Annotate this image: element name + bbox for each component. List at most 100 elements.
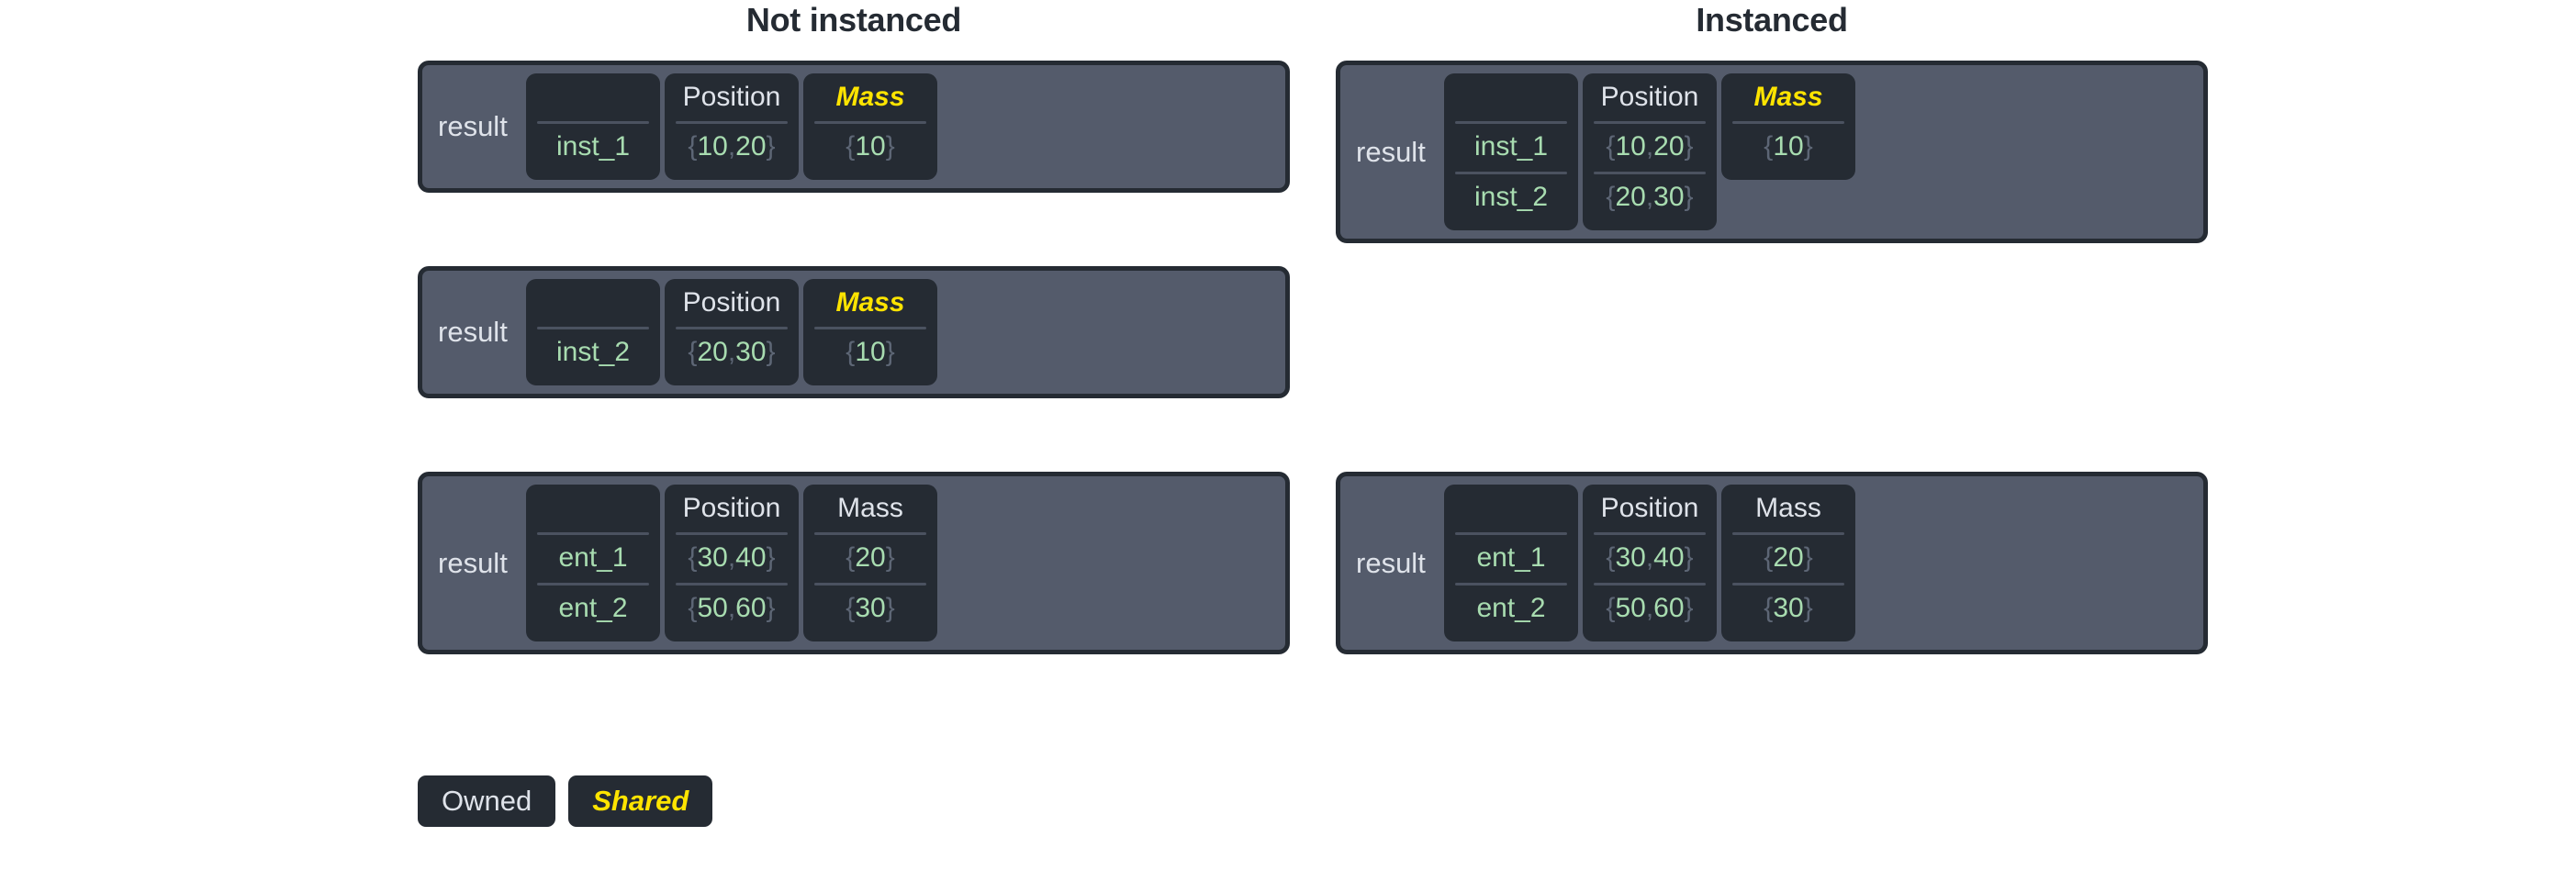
table-label: result (1356, 546, 1426, 579)
table-columns: inst_1 Position {10, 20} Mass {10} (526, 65, 1285, 188)
column-bottom-pad (1444, 222, 1578, 230)
column-header-position: Position (1600, 82, 1699, 112)
comma-glyph: , (727, 336, 736, 367)
brace-glyph: } (766, 336, 776, 367)
column-name: inst_1 (526, 73, 660, 180)
cell-name: ent_1 (526, 532, 660, 583)
cell-position: {20, 30} (1583, 172, 1717, 222)
cell-position: {30, 40} (1583, 532, 1717, 583)
cell-mass: {10} (803, 327, 937, 377)
column-bottom-pad (526, 377, 660, 385)
table-label: result (438, 546, 508, 579)
cell-mass: {10} (803, 121, 937, 172)
cell-position: {50, 60} (1583, 583, 1717, 633)
legend-chip-owned: Owned (418, 775, 556, 827)
brace-glyph: { (1606, 592, 1616, 623)
column-header-name (1444, 485, 1578, 532)
cell-position: {50, 60} (665, 583, 799, 633)
table-columns: inst_2 Position {20, 30} Mass {10} (526, 271, 1285, 394)
column-header-name (526, 73, 660, 121)
brace-glyph: { (1764, 130, 1774, 162)
cell-position: {10, 20} (665, 121, 799, 172)
cell-name: ent_2 (526, 583, 660, 633)
column-header-mass: Mass (1753, 82, 1823, 112)
column-mass: Mass {10} (803, 73, 937, 180)
column-header-name (526, 485, 660, 532)
column-header-position: Position (682, 82, 781, 112)
column-header-position: Position (682, 287, 781, 318)
brace-glyph: } (1803, 541, 1813, 573)
cell-mass: {20} (1721, 532, 1855, 583)
column-bottom-pad (526, 172, 660, 180)
brace-glyph: { (688, 541, 698, 573)
brace-glyph: } (885, 592, 895, 623)
column-header-position: Position (1600, 493, 1699, 523)
brace-glyph: { (1606, 181, 1616, 212)
table-card: result inst_1 Position {10, 20} Mass {10} (418, 61, 1290, 193)
column-position: Position{30, 40}{50, 60} (665, 485, 799, 641)
brace-glyph: } (1684, 541, 1694, 573)
column-bottom-pad (803, 172, 937, 180)
brace-glyph: } (885, 541, 895, 573)
comma-glyph: , (727, 130, 736, 162)
column-header-mass: Mass (837, 493, 903, 523)
brace-glyph: { (1764, 541, 1774, 573)
brace-glyph: } (1803, 592, 1813, 623)
column-header-mass: Mass (835, 287, 905, 318)
cell-mass: {30} (803, 583, 937, 633)
table-label: result (1356, 135, 1426, 168)
cell-name: inst_1 (526, 121, 660, 172)
column-bottom-pad (1583, 222, 1717, 230)
brace-glyph: } (766, 541, 776, 573)
column-mass: Mass {10} (803, 279, 937, 385)
brace-glyph: { (688, 592, 698, 623)
cell-mass: {30} (1721, 583, 1855, 633)
comma-glyph: , (1645, 130, 1654, 162)
comma-glyph: , (1645, 592, 1654, 623)
panel-title-instanced: Instanced (1696, 1, 1848, 39)
column-bottom-pad (665, 172, 799, 180)
cell-name: inst_2 (526, 327, 660, 377)
column-bottom-pad (1444, 633, 1578, 641)
column-mass: Mass {10} (1721, 73, 1855, 180)
brace-glyph: } (885, 130, 895, 162)
column-bottom-pad (1721, 172, 1855, 180)
column-header-mass: Mass (835, 82, 905, 112)
brace-glyph: } (885, 336, 895, 367)
brace-glyph: { (1606, 541, 1616, 573)
table-label: result (438, 110, 508, 142)
column-name: inst_2 (526, 279, 660, 385)
brace-glyph: { (688, 130, 698, 162)
cell-mass: {10} (1721, 121, 1855, 172)
comma-glyph: , (1645, 181, 1654, 212)
brace-glyph: } (766, 130, 776, 162)
column-header-name (526, 279, 660, 327)
column-header-mass: Mass (1755, 493, 1821, 523)
column-mass: Mass {20}{30} (1721, 485, 1855, 641)
comma-glyph: , (1645, 541, 1654, 573)
brace-glyph: { (1764, 592, 1774, 623)
brace-glyph: } (1684, 592, 1694, 623)
legend-chip-shared: Shared (568, 775, 713, 827)
cell-position: {10, 20} (1583, 121, 1717, 172)
column-bottom-pad (1583, 633, 1717, 641)
column-bottom-pad (526, 633, 660, 641)
table-card: result inst_2 Position {20, 30} Mass {10} (418, 266, 1290, 398)
column-header-position: Position (682, 493, 781, 523)
brace-glyph: } (1684, 181, 1694, 212)
brace-glyph: } (1803, 130, 1813, 162)
table-label: result (438, 316, 508, 348)
cell-name: ent_2 (1444, 583, 1578, 633)
cell-position: {20, 30} (665, 327, 799, 377)
